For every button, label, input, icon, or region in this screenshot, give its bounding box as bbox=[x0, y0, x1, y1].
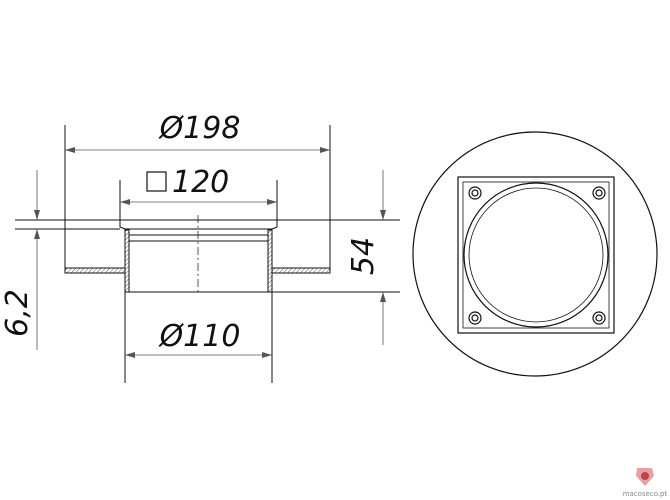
square-symbol-icon bbox=[146, 171, 167, 192]
pipe-diameter-label: Ø110 bbox=[158, 319, 241, 354]
dimension-lines bbox=[34, 147, 386, 358]
watermark-text: macoseco.pt bbox=[623, 490, 668, 498]
height-label: 54 bbox=[346, 237, 381, 275]
square-label: 120 bbox=[172, 165, 229, 200]
top-view bbox=[412, 131, 658, 377]
watermark-logo: macoseco.pt bbox=[623, 468, 668, 498]
outer-diameter-label: Ø198 bbox=[158, 111, 241, 146]
flange-thickness-label: 6,2 bbox=[0, 289, 35, 337]
side-view bbox=[15, 125, 400, 383]
